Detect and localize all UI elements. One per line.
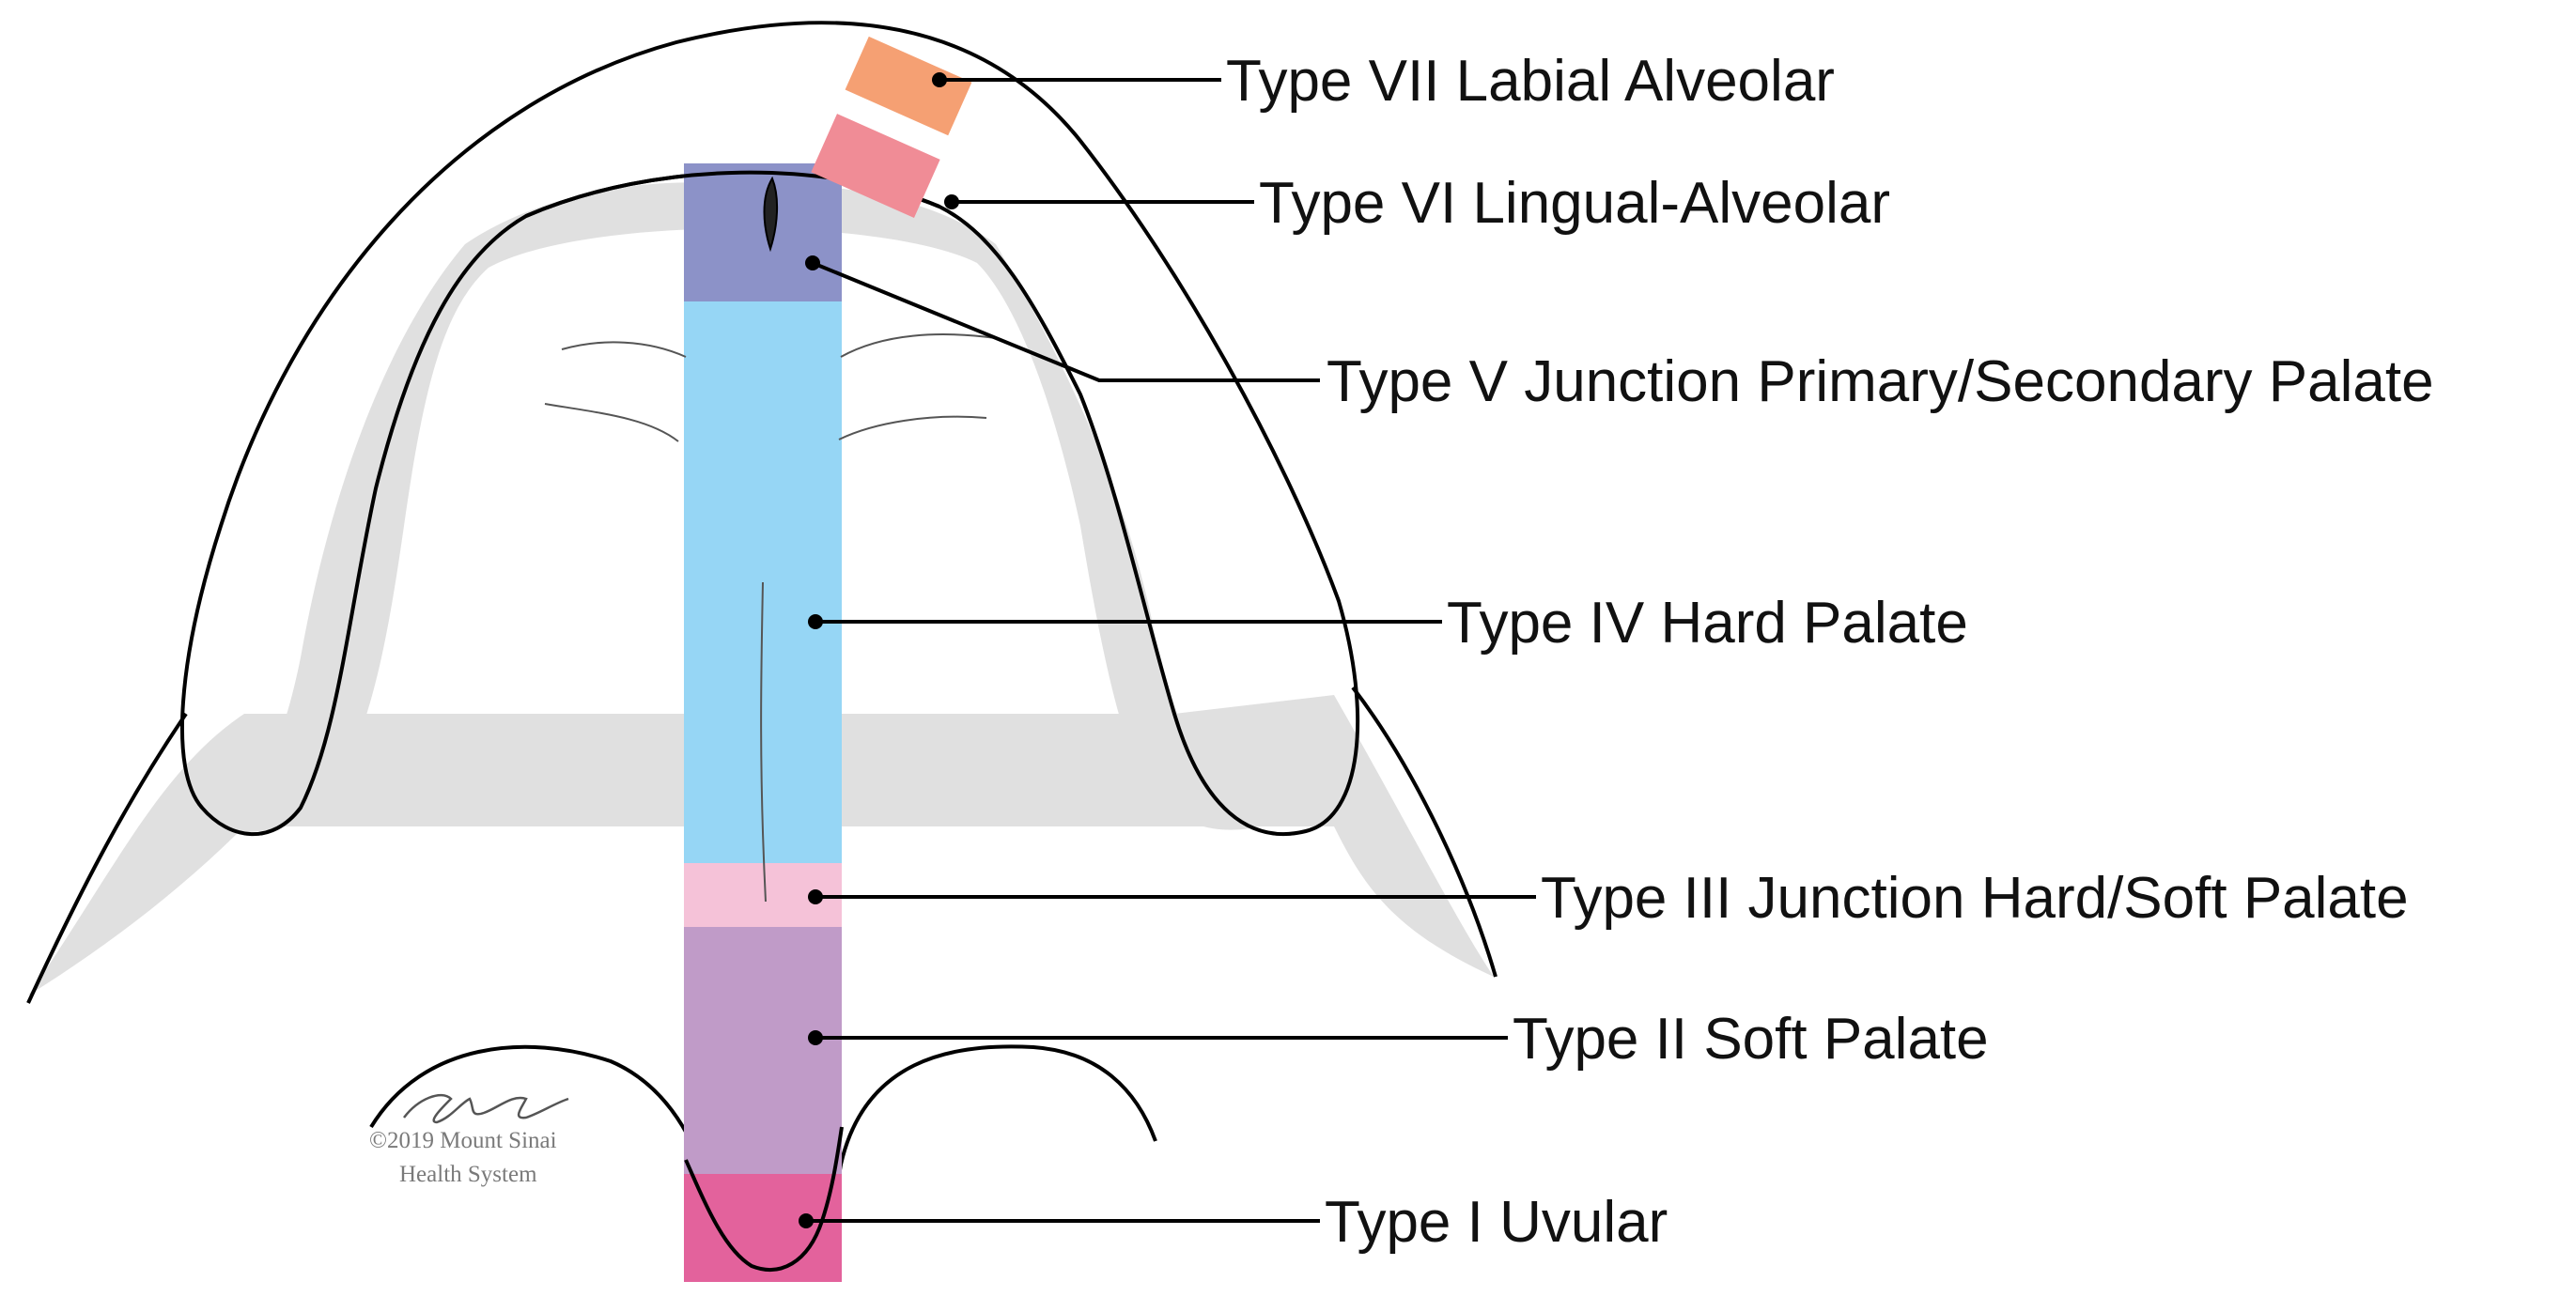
credit-line-2: Health System <box>399 1162 537 1187</box>
dot-type-v <box>805 255 820 270</box>
rugae-left-lower <box>544 403 679 442</box>
leader-type-v <box>812 261 1320 382</box>
outer-jaw-left-line <box>26 712 188 1004</box>
credit-line-1: ©2019 Mount Sinai <box>369 1128 557 1153</box>
alveolar-arch-outline <box>179 21 1360 837</box>
uvula-overlay-line <box>684 1126 844 1272</box>
dot-type-vi <box>944 194 959 209</box>
outer-jaw-right-line <box>1351 686 1497 978</box>
zone-type-i <box>684 1174 842 1282</box>
inner-arch-shadow <box>207 182 1259 832</box>
rugae-right-upper <box>840 333 997 358</box>
dot-type-iii <box>808 889 823 904</box>
dot-type-i <box>799 1213 814 1228</box>
label-type-i: Type I Uvular <box>1325 1190 1668 1255</box>
zone-type-ii <box>684 927 842 1174</box>
label-type-iii: Type III Junction Hard/Soft Palate <box>1541 866 2409 931</box>
dot-type-vii <box>932 72 947 87</box>
incisive-papilla <box>763 176 779 253</box>
label-type-v: Type V Junction Primary/Secondary Palate <box>1327 349 2434 414</box>
rugae-right-lower <box>838 415 987 440</box>
label-type-vi: Type VI Lingual-Alveolar <box>1259 171 1890 236</box>
midline-raphe <box>760 581 767 903</box>
artist-signature <box>403 1093 569 1124</box>
palate-shadow <box>28 695 1494 996</box>
dot-type-ii <box>808 1030 823 1045</box>
dot-type-iv <box>808 614 823 629</box>
label-type-iv: Type IV Hard Palate <box>1447 591 1968 656</box>
label-type-ii: Type II Soft Palate <box>1513 1007 1989 1072</box>
rugae-left-upper <box>561 341 687 358</box>
zone-type-vi <box>811 114 940 219</box>
label-type-vii: Type VII Labial Alveolar <box>1226 49 1835 114</box>
zone-type-vii <box>845 36 972 136</box>
zone-type-v <box>684 163 842 301</box>
